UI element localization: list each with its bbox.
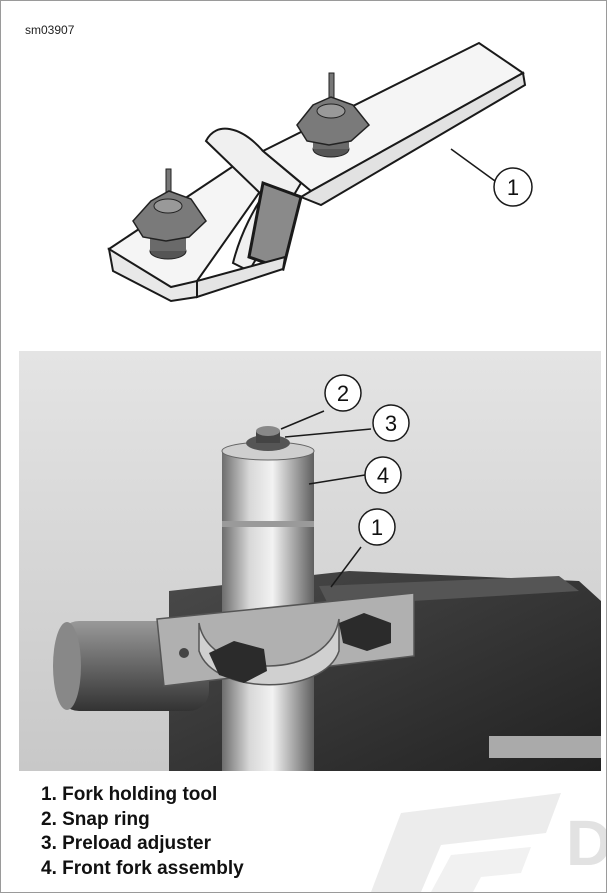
legend-item-4: 4. Front fork assembly bbox=[41, 857, 244, 879]
legend-item-2: 2. Snap ring bbox=[41, 808, 150, 830]
svg-text:1: 1 bbox=[371, 515, 383, 540]
callout-1-circle bbox=[493, 167, 533, 207]
callout-3: 3 bbox=[372, 404, 410, 442]
clamp-knob-left bbox=[209, 641, 267, 683]
clamp-knob-right bbox=[339, 613, 391, 651]
bracket-upper-arm-side bbox=[298, 71, 527, 207]
legend-item-3: 3. Preload adjuster bbox=[41, 833, 212, 854]
callout-4: 4 bbox=[364, 456, 402, 494]
callout-1-label: 1 bbox=[507, 175, 519, 200]
svg-text:4: 4 bbox=[377, 463, 389, 488]
callout-2: 2 bbox=[324, 374, 362, 412]
bracket-upper-arm bbox=[261, 41, 525, 193]
tool-illustration: 1 bbox=[107, 41, 533, 303]
left-knob bbox=[132, 168, 207, 260]
watermark-logo: D bbox=[371, 793, 606, 892]
fork-photo: 2 3 4 1 bbox=[19, 351, 601, 771]
svg-text:3: 3 bbox=[385, 411, 397, 436]
callout-1-leader bbox=[450, 148, 496, 182]
svg-text:2: 2 bbox=[337, 381, 349, 406]
legend-item-1: 1. Fork holding tool bbox=[41, 784, 218, 805]
bracket-lower-edge bbox=[196, 255, 287, 299]
watermark-letter: D bbox=[566, 807, 606, 879]
callout-1-photo: 1 bbox=[358, 508, 396, 546]
figure-id: sm03907 bbox=[25, 23, 75, 37]
right-knob bbox=[296, 72, 371, 158]
parts-legend: 1. Fork holding tool 2. Snap ring 3. Pre… bbox=[41, 783, 244, 881]
